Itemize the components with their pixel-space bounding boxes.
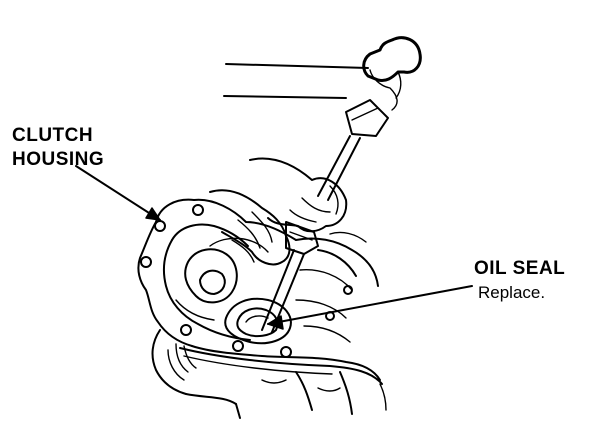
lower-hand: [209, 189, 291, 266]
clutch-housing-leader: [75, 165, 161, 221]
hands-illustration: [209, 157, 348, 266]
hammer-handle: [317, 135, 351, 197]
oil-seal-leader: [267, 285, 473, 330]
hammer-illustration: [317, 36, 422, 201]
clutch-housing-label-line1: CLUTCH: [12, 125, 94, 146]
clutch-housing: [137, 198, 387, 419]
hammer-ferrule: [345, 99, 389, 137]
oil-seal-label: OIL SEAL: [474, 258, 566, 279]
motion-lines: [223, 63, 369, 99]
clutch-housing-label-line2: HOUSING: [12, 149, 105, 170]
oil-seal-bore: [224, 297, 292, 345]
hammer-head: [362, 36, 422, 82]
oil-seal-note: Replace.: [478, 283, 546, 302]
